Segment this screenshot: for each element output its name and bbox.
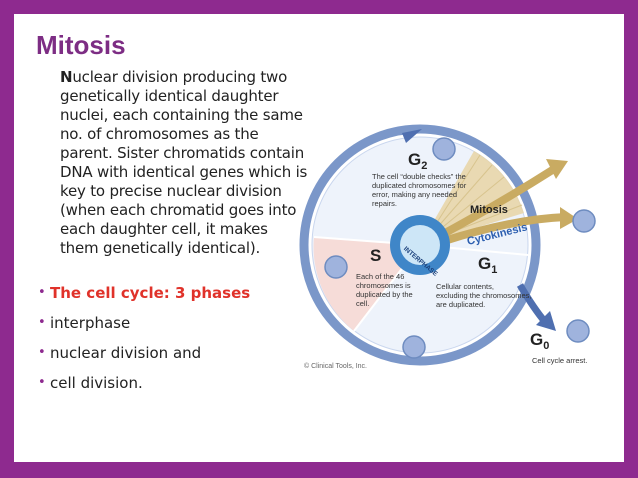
ring-arrow-icon bbox=[402, 129, 422, 143]
svg-text:duplicated chromosomes for: duplicated chromosomes for bbox=[372, 181, 467, 190]
cell-left-icon bbox=[324, 255, 348, 279]
g2-label: G2 bbox=[408, 150, 427, 172]
mitosis-arrow-icon bbox=[432, 165, 557, 243]
cycle-ring bbox=[299, 124, 541, 366]
g0-label: G0 bbox=[530, 330, 549, 352]
cell-cycle-diagram: G2 The cell “double checks” the duplicat… bbox=[299, 124, 596, 370]
g2-description: The cell “double checks” the duplicated … bbox=[372, 172, 467, 208]
nucleus-center bbox=[400, 225, 440, 265]
s-description: Each of the 46 chromosomes is duplicated… bbox=[356, 272, 413, 308]
bullet-list: • The cell cycle: 3 phases • interphase • n… bbox=[38, 284, 250, 404]
bullet-icon: • bbox=[38, 345, 46, 360]
slide-title: Mitosis bbox=[36, 30, 126, 60]
svg-text:are duplicated.: are duplicated. bbox=[436, 300, 485, 309]
svg-text:The cell “double checks” the: The cell “double checks” the bbox=[372, 172, 466, 181]
copyright-text: © Clinical Tools, Inc. bbox=[304, 362, 367, 370]
bullet-icon: • bbox=[38, 285, 46, 300]
g1-label: G1 bbox=[478, 254, 497, 276]
definition-paragraph: Nuclear division producing two genetical… bbox=[60, 68, 310, 258]
bullet-text: cell division. bbox=[50, 374, 143, 392]
svg-text:excluding the chromosomes,: excluding the chromosomes, bbox=[436, 291, 531, 300]
cell-top-icon bbox=[432, 137, 456, 161]
svg-text:error, making any needed: error, making any needed bbox=[372, 190, 457, 199]
cell-right-icon bbox=[572, 209, 596, 233]
bullet-item: • cell division. bbox=[38, 374, 250, 404]
svg-text:Cellular contents,: Cellular contents, bbox=[436, 282, 494, 291]
bullet-item: • nuclear division and bbox=[38, 344, 250, 374]
bullet-item: • interphase bbox=[38, 314, 250, 344]
paragraph-body: uclear division producing two geneticall… bbox=[60, 68, 308, 257]
g0-arrow-head-icon bbox=[536, 311, 556, 331]
svg-text:Each of the 46: Each of the 46 bbox=[356, 272, 404, 281]
paragraph-initial: N bbox=[60, 68, 73, 86]
bullet-icon: • bbox=[38, 315, 46, 330]
bullet-text: nuclear division and bbox=[50, 344, 202, 362]
mitosis-wedge bbox=[420, 151, 524, 245]
mitosis-arrow-head-icon bbox=[546, 159, 568, 179]
bullet-icon: • bbox=[38, 375, 46, 390]
mitosis-branch-head-icon bbox=[560, 207, 578, 229]
slide: Mitosis Nuclear division producing two g… bbox=[14, 14, 624, 462]
mitosis-label: Mitosis bbox=[470, 204, 508, 216]
bullet-text: The cell cycle: 3 phases bbox=[50, 284, 251, 302]
bullet-item: • The cell cycle: 3 phases bbox=[38, 284, 250, 314]
svg-text:chromosomes is: chromosomes is bbox=[356, 281, 411, 290]
svg-text:repairs.: repairs. bbox=[372, 199, 397, 208]
cell-g0-icon bbox=[566, 319, 590, 343]
svg-text:cell.: cell. bbox=[356, 299, 369, 308]
g1-description: Cellular contents, excluding the chromos… bbox=[436, 282, 531, 309]
svg-text:duplicated by the: duplicated by the bbox=[356, 290, 413, 299]
bullet-text: interphase bbox=[50, 314, 131, 332]
cell-icons bbox=[324, 137, 596, 359]
s-label: S bbox=[370, 246, 381, 265]
mitosis-branch-icon bbox=[442, 213, 567, 245]
cell-bottom-icon bbox=[402, 335, 426, 359]
g0-description: Cell cycle arrest. bbox=[532, 356, 587, 365]
